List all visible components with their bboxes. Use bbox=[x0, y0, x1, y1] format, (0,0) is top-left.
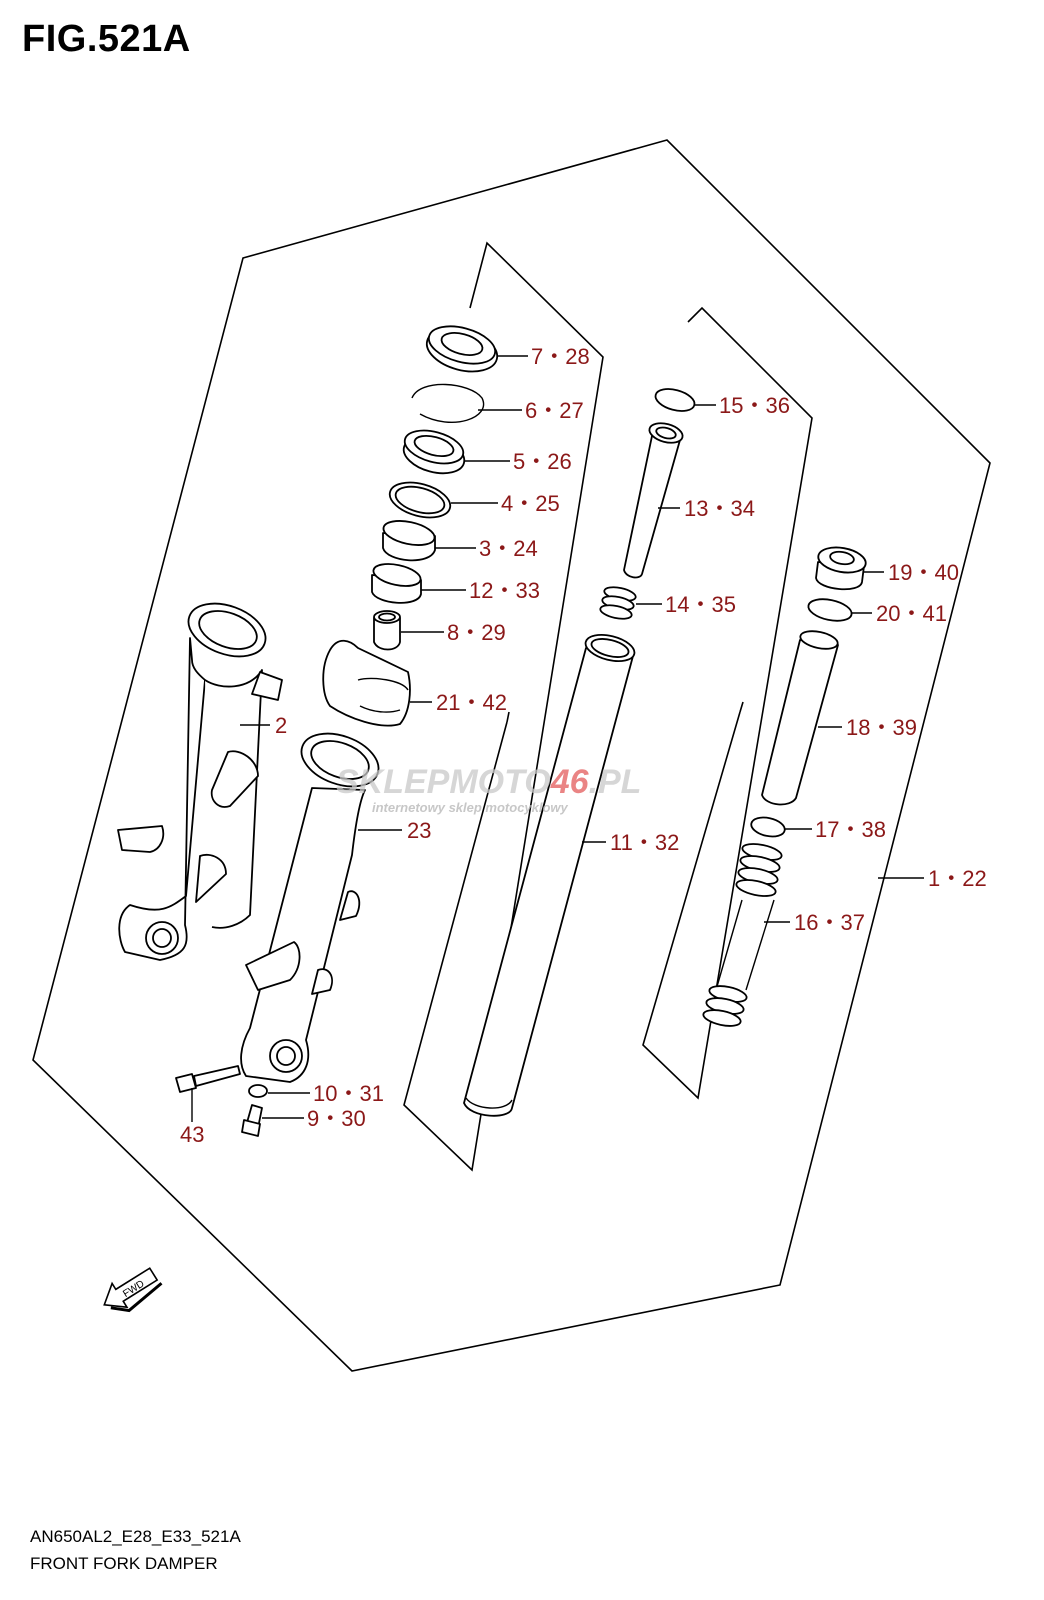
callout-8-29: 8・29 bbox=[447, 620, 506, 645]
diagram-name: FRONT FORK DAMPER bbox=[30, 1554, 218, 1573]
svg-text:SKLEPMOTO46.PL: SKLEPMOTO46.PL bbox=[336, 763, 641, 801]
damper-rod-part bbox=[623, 422, 684, 579]
inner-tube-frame-gap bbox=[506, 711, 510, 723]
callout-18-39: 18・39 bbox=[846, 715, 917, 740]
callout-12-33: 12・33 bbox=[469, 578, 540, 603]
callout-11-32: 11・32 bbox=[610, 830, 679, 855]
cap-bolt-part bbox=[815, 546, 867, 591]
outer-tube-right-part bbox=[240, 732, 380, 1083]
rebound-spring-part bbox=[599, 586, 637, 620]
callout-43: 43 bbox=[180, 1122, 204, 1147]
callout-6-27: 6・27 bbox=[525, 398, 584, 423]
callout-23: 23 bbox=[407, 818, 431, 843]
callout-19-40: 19・40 bbox=[888, 560, 959, 585]
leader-lines bbox=[191, 355, 924, 1122]
callout-9-30: 9・30 bbox=[307, 1106, 366, 1131]
watermark-brand-num: 46 bbox=[550, 763, 590, 801]
callout-2: 2 bbox=[275, 713, 287, 738]
watermark: SKLEPMOTO46.PL internetowy sklep motocyk… bbox=[336, 763, 641, 815]
damper-frame bbox=[642, 306, 813, 1100]
damper-frame-gap bbox=[739, 701, 744, 713]
callout-5-26: 5・26 bbox=[513, 449, 572, 474]
callout-3-24: 3・24 bbox=[479, 536, 538, 561]
fwd-arrow-icon: FWD bbox=[103, 1267, 163, 1313]
callout-13-34: 13・34 bbox=[684, 496, 755, 521]
watermark-brand-suffix: .PL bbox=[589, 763, 642, 801]
callout-4-25: 4・25 bbox=[501, 491, 560, 516]
callout-10-31: 10・31 bbox=[313, 1081, 384, 1106]
inner-tube-part bbox=[463, 633, 636, 1117]
guide-bushing-part bbox=[382, 520, 436, 562]
watermark-brand-mid: MOTO bbox=[449, 763, 550, 801]
model-code: AN650AL2_E28_E33_521A bbox=[30, 1527, 241, 1546]
spring-seat-part bbox=[750, 816, 786, 838]
callout-labels: 7・28 6・27 5・26 4・25 3・24 12・33 8・29 21・4… bbox=[180, 344, 987, 1147]
fork-spring-part bbox=[702, 843, 783, 1027]
seal-retainer-part bbox=[388, 481, 452, 519]
dust-seal-part bbox=[425, 325, 499, 373]
oil-seal-part bbox=[402, 429, 466, 475]
watermark-tagline: internetowy sklep motocyklowy bbox=[372, 800, 569, 815]
callout-1-22: 1・22 bbox=[928, 866, 987, 891]
bolt-part bbox=[175, 1065, 241, 1093]
outer-tube-left-part bbox=[117, 602, 283, 961]
o-ring-part bbox=[807, 598, 853, 622]
spacer-part bbox=[761, 630, 839, 806]
slide-bushing-part bbox=[371, 563, 422, 604]
watermark-brand-prefix: SKLEP bbox=[336, 763, 450, 801]
figure-title: FIG.521A bbox=[22, 18, 191, 60]
inner-tube-frame bbox=[403, 241, 604, 1172]
callout-15-36: 15・36 bbox=[719, 393, 790, 418]
stopper-ring-part bbox=[411, 383, 485, 423]
callout-7-28: 7・28 bbox=[531, 344, 590, 369]
callout-20-41: 20・41 bbox=[876, 601, 947, 626]
gasket-part bbox=[248, 1084, 268, 1098]
assembly-frame-outer bbox=[32, 139, 991, 1372]
circlip-part bbox=[654, 388, 696, 412]
callout-21-42: 21・42 bbox=[436, 690, 507, 715]
collar-part bbox=[373, 610, 401, 651]
callout-16-37: 16・37 bbox=[794, 910, 865, 935]
callout-17-38: 17・38 bbox=[815, 817, 886, 842]
callout-14-35: 14・35 bbox=[665, 592, 736, 617]
fork-guard-part bbox=[322, 639, 411, 727]
drain-bolt-part bbox=[241, 1104, 263, 1137]
